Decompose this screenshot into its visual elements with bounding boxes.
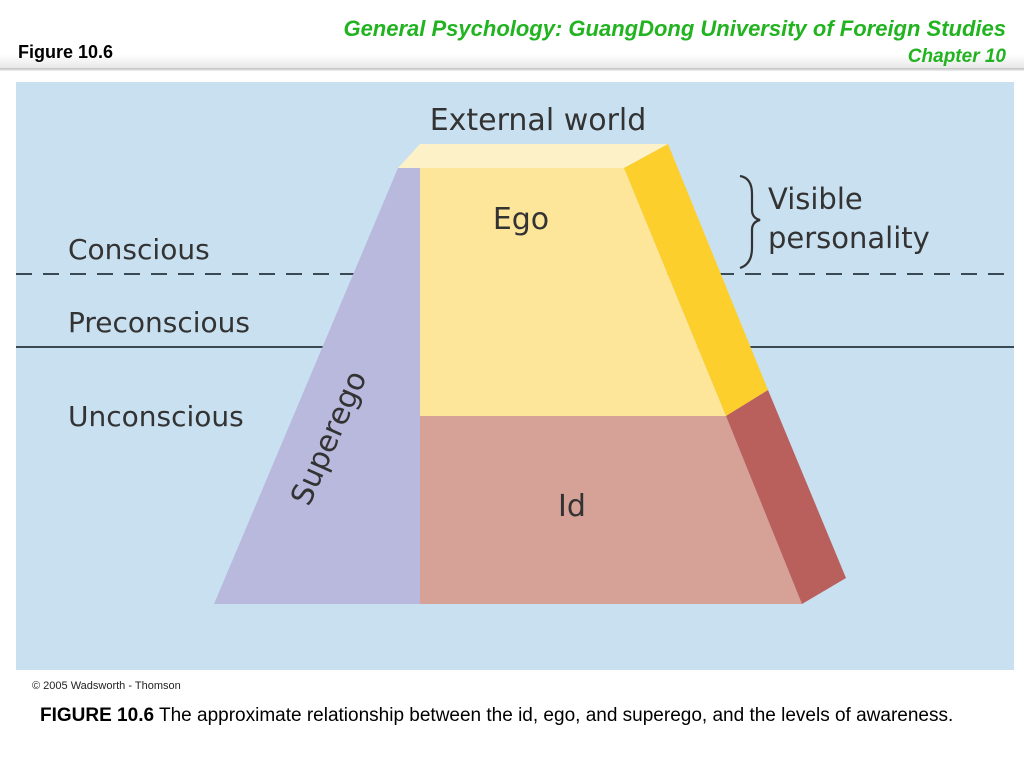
visible-personality-label-line1: Visible <box>768 182 863 216</box>
course-title: General Psychology: GuangDong University… <box>343 16 1006 41</box>
unconscious-label: Unconscious <box>68 400 244 433</box>
figure-panel: External world Conscious Preconscious Un… <box>16 82 1014 700</box>
figure-caption: FIGURE 10.6 The approximate relationship… <box>40 703 1000 729</box>
diagram-area: External world Conscious Preconscious Un… <box>16 82 1014 670</box>
external-world-label: External world <box>430 103 647 138</box>
caption-text: The approximate relationship between the… <box>154 705 954 726</box>
id-label: Id <box>558 489 586 524</box>
ego-label: Ego <box>493 202 549 237</box>
figure-label: Figure 10.6 <box>18 42 114 62</box>
conscious-label: Conscious <box>68 233 210 266</box>
header-bar <box>0 0 1024 68</box>
visible-personality-label-line2: personality <box>768 221 930 255</box>
ego-side-face <box>624 144 768 416</box>
copyright-notice: © 2005 Wadsworth - Thomson <box>32 680 181 692</box>
external-world-top-face <box>398 144 668 168</box>
superego-region <box>214 168 420 604</box>
header-divider <box>0 68 1024 71</box>
personality-structure-diagram: External world Conscious Preconscious Un… <box>16 103 1014 604</box>
preconscious-label: Preconscious <box>68 306 250 339</box>
id-side-face <box>726 390 846 604</box>
caption-figure-number: FIGURE 10.6 <box>40 705 155 726</box>
visible-personality-brace <box>739 174 761 270</box>
chapter-label: Chapter 10 <box>907 46 1006 67</box>
id-region <box>420 416 802 604</box>
